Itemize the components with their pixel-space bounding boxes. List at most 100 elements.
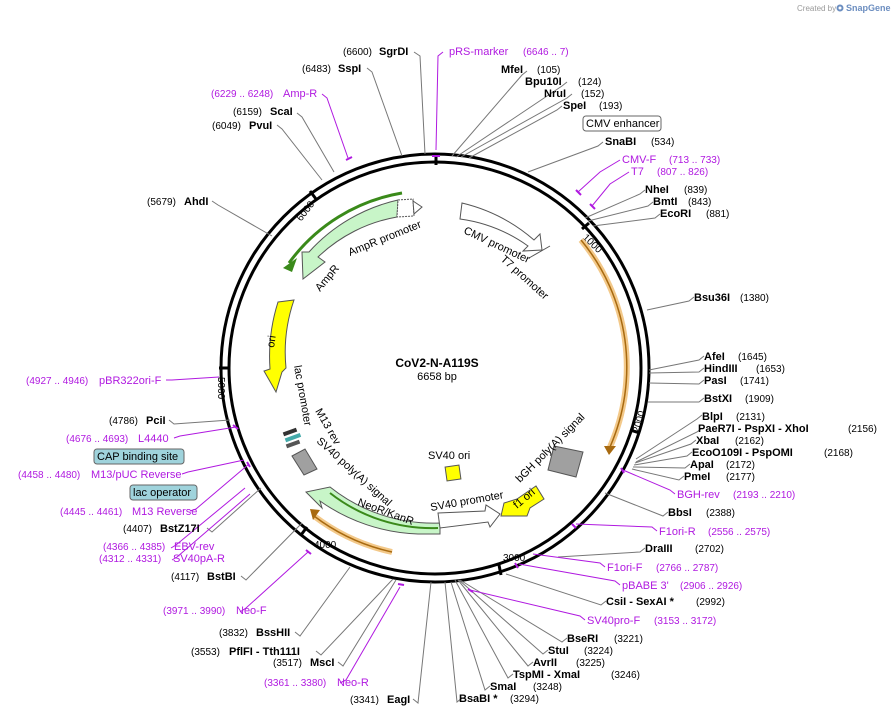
tick-mark <box>629 428 641 435</box>
site-pos: (152) <box>581 89 604 100</box>
primer-label: pBABE 3' <box>622 580 669 592</box>
site-label: SmaI <box>490 681 516 693</box>
primer-marker <box>575 189 582 196</box>
site-pos: (839) <box>684 185 707 196</box>
site-pos: (4786) <box>109 416 138 427</box>
site-label: EagI <box>387 694 410 706</box>
primer-labels: pRS-marker (6646 .. 7) (6229 .. 6248) Am… <box>18 46 795 689</box>
ori-label: ori <box>265 335 279 349</box>
site-label: MscI <box>310 657 334 669</box>
cmv-enhancer-label: CMV enhancer <box>586 118 660 130</box>
sv40-promoter-shape <box>437 504 501 529</box>
cmv-promoter-shape <box>459 202 543 252</box>
bgh-polya-shape <box>547 445 584 478</box>
site-label: Bsu36I <box>694 292 730 304</box>
site-pos: (2702) <box>695 544 724 555</box>
site-pos: (3517) <box>273 658 302 669</box>
sites-right: MfeI (105) Bpu10I (124) NruI (152) SpeI … <box>459 64 877 705</box>
site-label: ScaI <box>270 106 293 118</box>
primer-label: BGH-rev <box>677 489 720 501</box>
site-label: SpeI <box>563 100 586 112</box>
site-pos: (3294) <box>510 694 539 705</box>
site-label: DraIII <box>645 543 673 555</box>
site-label: NruI <box>544 88 566 100</box>
ori-shape <box>263 299 295 394</box>
ampr-promoter-arrow <box>412 200 423 216</box>
sv40-ori-shape <box>444 464 462 482</box>
sv40-polya-shape <box>291 448 318 476</box>
primer-pos: (4458 .. 4480) <box>18 470 80 481</box>
site-label: ApaI <box>690 459 714 471</box>
primer-pos: (4312 .. 4331) <box>99 554 161 565</box>
orange-arc-cds <box>578 238 630 449</box>
tick-mark <box>581 221 590 231</box>
site-pos: (3248) <box>533 682 562 693</box>
tick-mark <box>497 564 503 576</box>
primer-label: F1ori-F <box>607 562 643 574</box>
t7-promoter-shape <box>528 245 551 259</box>
lac-promoter-label: lac promoter <box>291 364 313 427</box>
site-pos: (4117) <box>171 572 199 583</box>
site-label: SgrDI <box>379 46 408 58</box>
site-label: PciI <box>146 415 166 427</box>
features <box>263 191 584 535</box>
tick-marks <box>219 190 641 576</box>
tick-mark <box>308 190 318 200</box>
primer-label: SV40pro-F <box>587 615 640 627</box>
cap-binding-site-box <box>93 448 185 465</box>
orange-arc-neo-line <box>313 515 393 553</box>
primer-marker <box>620 467 625 474</box>
f1-ori-shape <box>500 485 545 517</box>
ampr-promoter <box>396 198 415 218</box>
site-pos: (1909) <box>745 394 774 405</box>
orange-arc-cds-line <box>580 239 628 448</box>
primer-marker <box>467 588 474 593</box>
site-label: SnaBI <box>605 136 636 148</box>
site-pos: (6600) <box>343 47 372 58</box>
primer-marker <box>246 461 251 468</box>
site-pos: (1653) <box>756 364 785 375</box>
site-pos: (1645) <box>738 352 767 363</box>
primer-pos: (4676 .. 4693) <box>66 434 128 445</box>
orange-arc-arrow <box>604 446 616 455</box>
plasmid-size: 6658 bp <box>417 371 457 383</box>
site-label: AfeI <box>704 351 725 363</box>
neor-kanr-line <box>329 492 439 530</box>
site-label: BseRI <box>567 633 598 645</box>
tick-label: 4000 <box>314 540 337 551</box>
primer-pos: (2766 .. 2787) <box>656 563 718 574</box>
site-pos: (1741) <box>740 376 769 387</box>
primer-pos: (4366 .. 4385) <box>103 542 165 553</box>
site-pos: (2992) <box>696 597 725 608</box>
primer-lines <box>166 51 676 684</box>
site-label: Bpu10I <box>525 76 562 88</box>
site-pos: (2388) <box>706 508 735 519</box>
site-pos: (1380) <box>740 293 769 304</box>
site-label: NheI <box>645 184 669 196</box>
backbone-arcs <box>310 238 630 555</box>
site-pos: (3553) <box>191 647 220 658</box>
credit-prefix: Created by <box>797 4 836 13</box>
primer-marker <box>345 156 353 161</box>
primer-pos: (4445 .. 4461) <box>60 507 122 518</box>
site-pos: (3224) <box>584 646 613 657</box>
credit-brand: SnapGene <box>846 3 891 13</box>
primer-pos: (3971 .. 3990) <box>163 606 225 617</box>
primer-pos: (2556 .. 2575) <box>708 527 770 538</box>
site-pos: (3225) <box>576 658 605 669</box>
site-label: StuI <box>548 645 569 657</box>
primer-pos: (6646 .. 7) <box>523 47 569 58</box>
primer-label: pBR322ori-F <box>99 375 162 387</box>
primer-pos: (2906 .. 2926) <box>680 581 742 592</box>
site-pos: (2172) <box>726 460 755 471</box>
site-label: BmtI <box>653 196 677 208</box>
site-label: TspMI - XmaI <box>513 669 580 681</box>
primer-pos: (807 .. 826) <box>657 167 708 178</box>
site-label: BssHII <box>256 627 290 639</box>
tick-label: 3000 <box>503 553 526 564</box>
site-pos: (2168) <box>824 448 853 459</box>
sv40-ori-label: SV40 ori <box>428 450 470 462</box>
site-label: AvrII <box>533 657 557 669</box>
site-pos: (881) <box>706 209 729 220</box>
ampr-cds <box>301 199 399 280</box>
